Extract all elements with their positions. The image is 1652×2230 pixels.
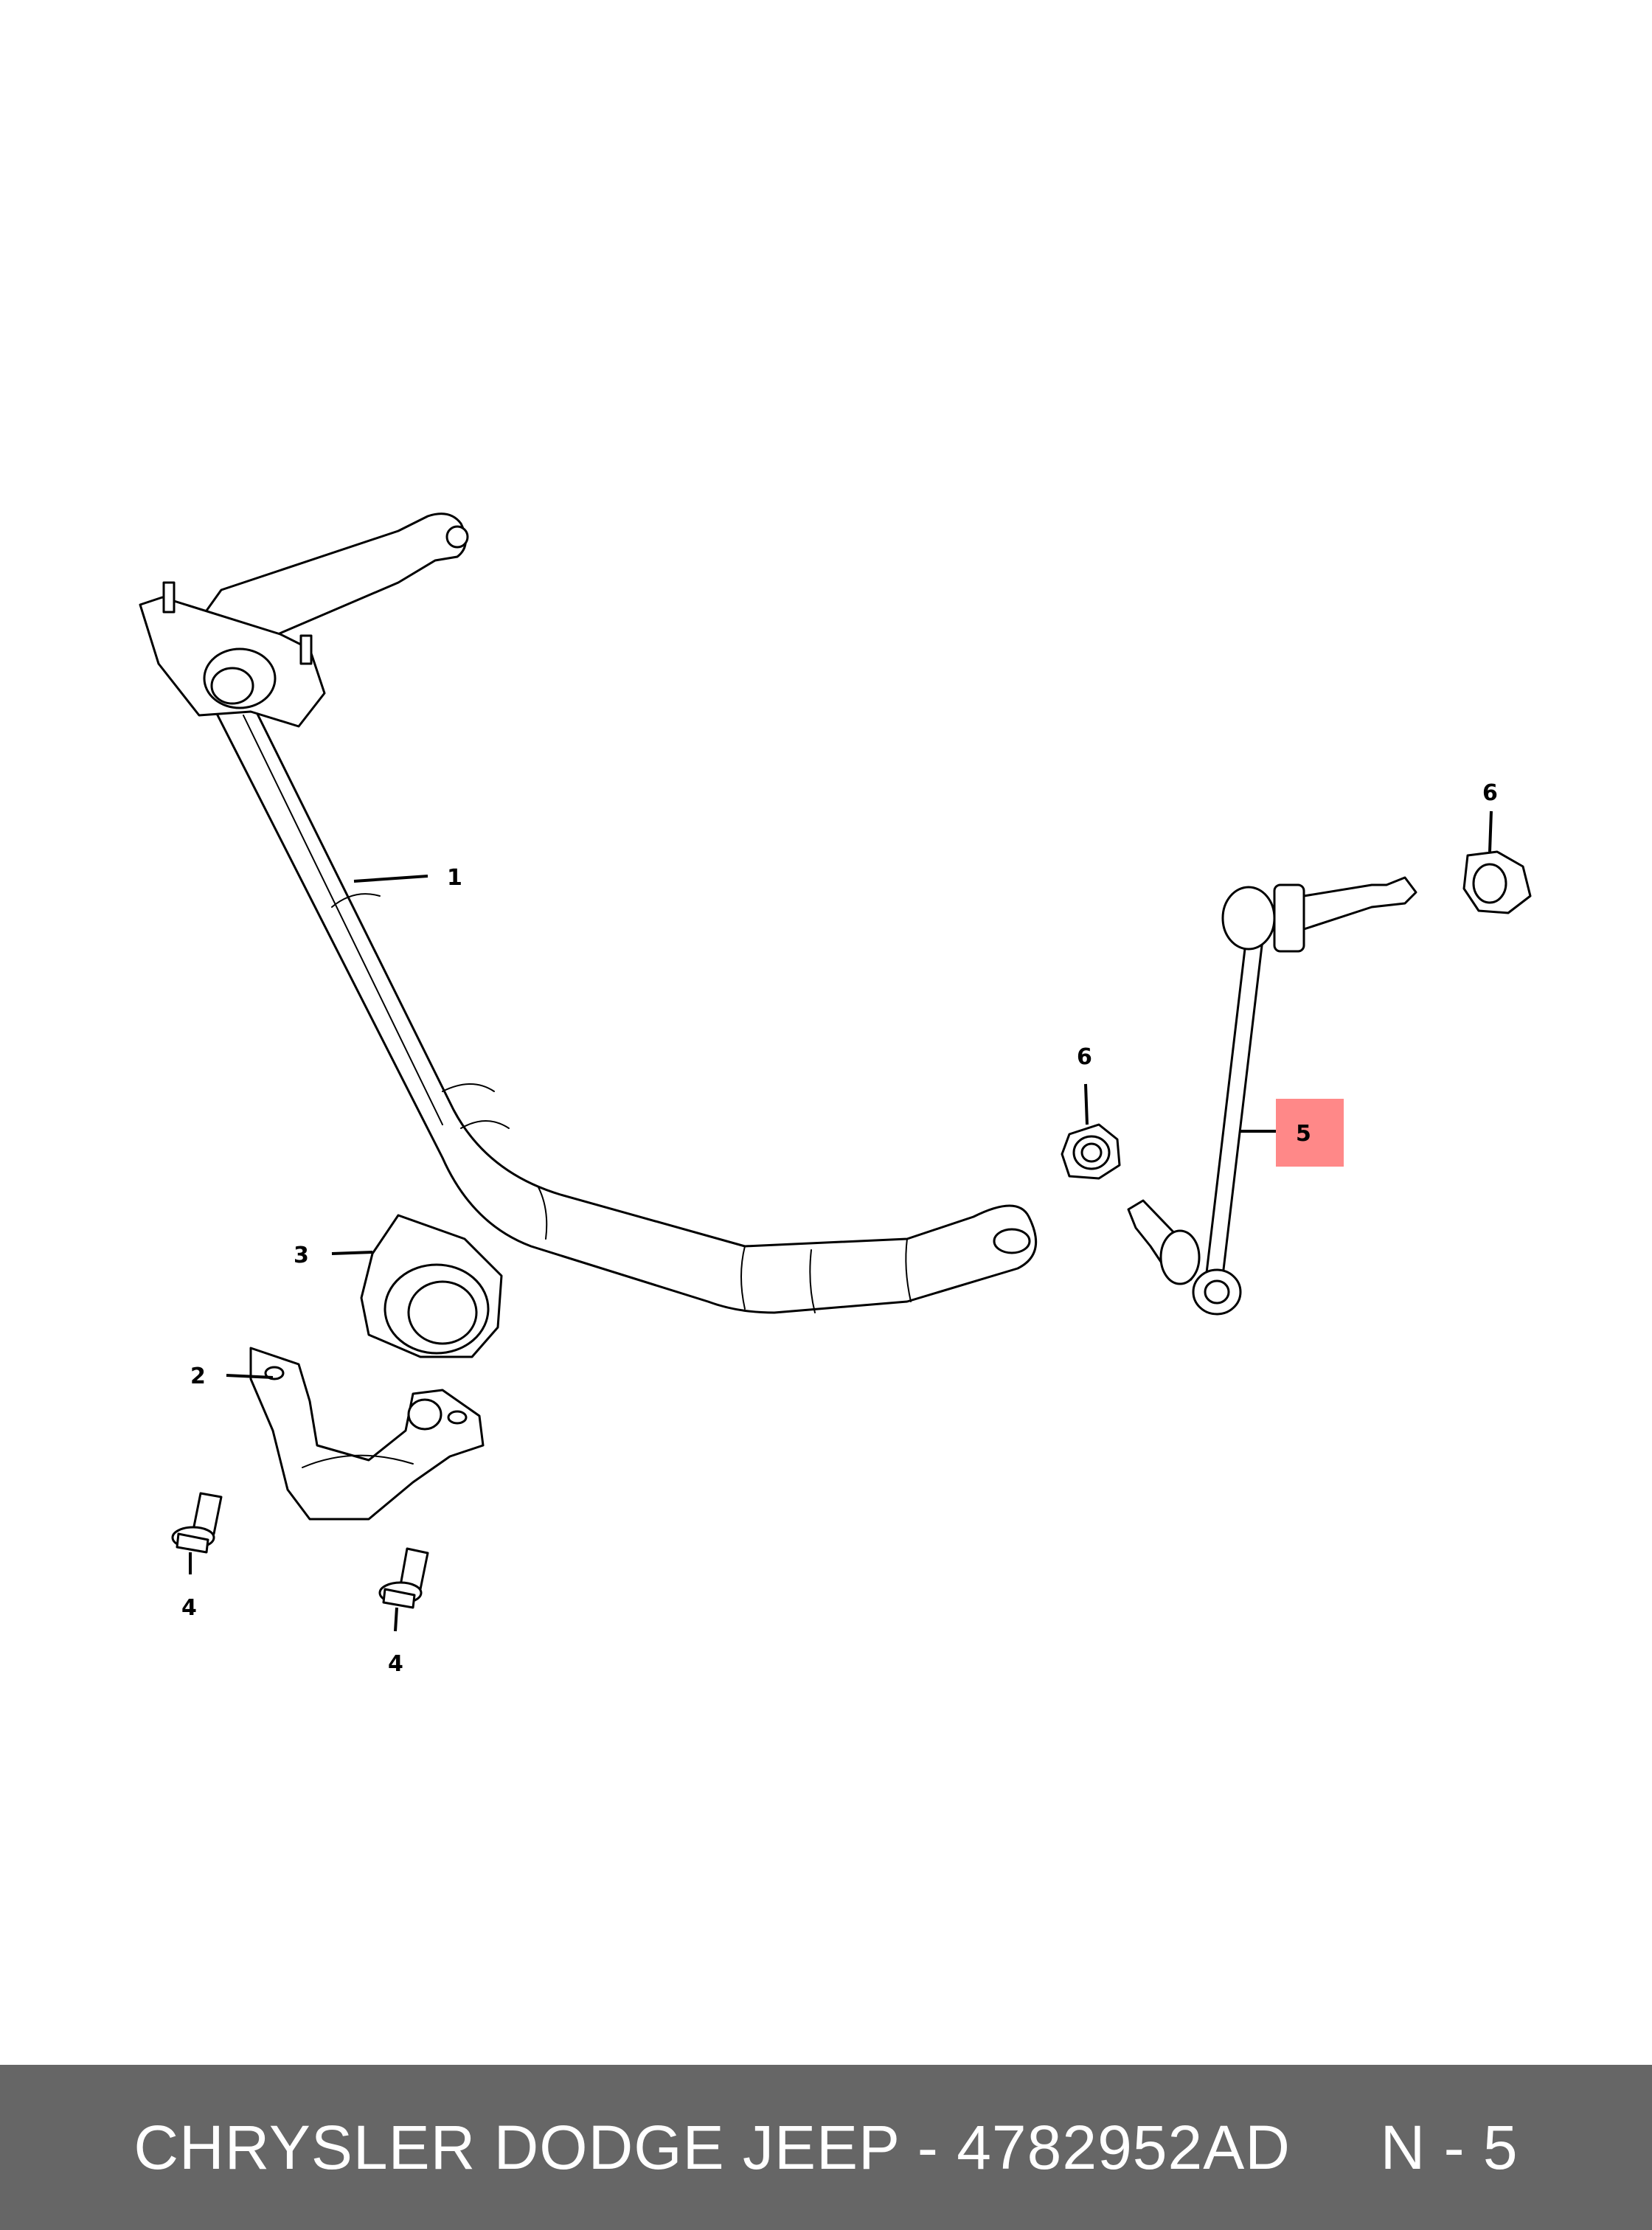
nut-lower[interactable] xyxy=(1061,1123,1121,1180)
callout-4a: 4 xyxy=(181,1595,197,1621)
highlight-box xyxy=(1276,1099,1344,1167)
leader-4b xyxy=(394,1607,398,1632)
callout-3: 3 xyxy=(294,1243,309,1268)
stabilizer-bar[interactable] xyxy=(139,513,1038,1314)
leader-2 xyxy=(226,1374,274,1379)
leader-6a xyxy=(1488,810,1493,852)
bolt-right[interactable] xyxy=(378,1547,429,1609)
bushing[interactable] xyxy=(360,1214,503,1358)
callout-6a: 6 xyxy=(1482,780,1498,806)
leader-3 xyxy=(331,1251,373,1255)
bushing-bracket[interactable] xyxy=(249,1347,485,1521)
nut-upper[interactable] xyxy=(1462,850,1532,914)
leader-1 xyxy=(353,875,428,883)
callout-2: 2 xyxy=(190,1364,206,1389)
callout-4b: 4 xyxy=(388,1651,403,1677)
callout-5: 5 xyxy=(1296,1121,1311,1147)
footer-bar: CHRYSLER DODGE JEEP - 4782952AD N - 5 xyxy=(0,2065,1652,2230)
callout-1: 1 xyxy=(447,865,462,891)
footer-part-number: CHRYSLER DODGE JEEP - 4782952AD N - 5 xyxy=(133,2112,1519,2182)
leader-6b xyxy=(1084,1083,1089,1125)
parts-diagram: 1 2 3 4 4 5 6 6 xyxy=(139,513,1532,1677)
bolt-left[interactable] xyxy=(171,1492,223,1554)
callout-6b: 6 xyxy=(1077,1044,1092,1070)
stabilizer-link[interactable] xyxy=(1127,876,1417,1316)
